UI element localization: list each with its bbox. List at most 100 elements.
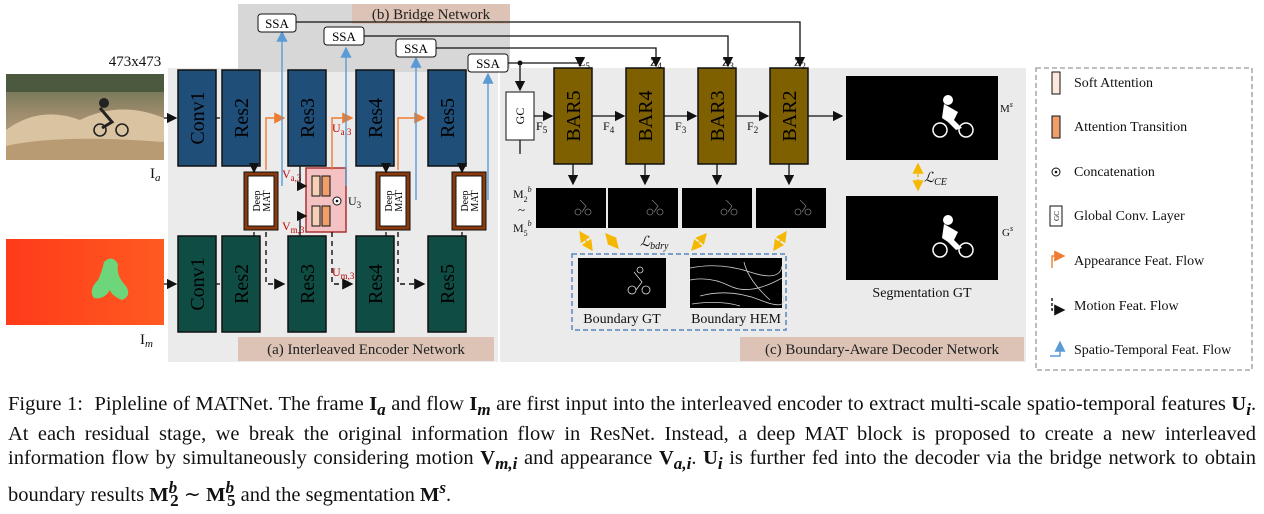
input-flow-image bbox=[6, 239, 164, 325]
svg-text:SSA: SSA bbox=[476, 56, 500, 71]
ssa-block: SSA bbox=[467, 53, 509, 73]
feature-symbol: Ui bbox=[1231, 393, 1251, 420]
attention-transition-icon bbox=[1051, 115, 1061, 139]
bar-block-label: BAR4 bbox=[635, 90, 657, 141]
svg-text:Deep: Deep bbox=[460, 190, 471, 211]
frame-symbol: Ia bbox=[369, 393, 386, 420]
motion-res4-block bbox=[355, 235, 395, 333]
mat-block-3-detail bbox=[305, 167, 347, 233]
appearance-flow-icon bbox=[1051, 250, 1066, 268]
appearance-block-label: Res4 bbox=[365, 98, 387, 138]
motion-res3-block bbox=[287, 235, 327, 333]
segmentation-symbol: Ms bbox=[420, 478, 447, 507]
ssa-block: SSA bbox=[257, 13, 297, 33]
bar-block-label: BAR2 bbox=[779, 90, 801, 141]
mb-bottom-label: M5b bbox=[513, 219, 532, 238]
appearance-res5-block bbox=[427, 69, 467, 167]
mb-top-label: M2b bbox=[513, 185, 532, 204]
boundary-hem-image bbox=[689, 258, 785, 308]
boundary-gt-image bbox=[578, 258, 666, 308]
svg-text:Deep: Deep bbox=[252, 190, 263, 211]
pipeline-figure: (b) Bridge Network (a) Interleaved Encod… bbox=[6, 4, 1253, 371]
appearance-block-label: Res3 bbox=[297, 98, 319, 138]
mb-tilde: ~ bbox=[518, 202, 525, 217]
figure-caption: Figure 1: Pipleline of MATNet. The frame… bbox=[8, 393, 1257, 511]
figure-label: Figure 1: bbox=[8, 393, 83, 415]
legend-item-label: Soft Attention bbox=[1074, 76, 1153, 91]
input-frame-image bbox=[6, 74, 164, 160]
v-m3-label: Vm,3 bbox=[282, 219, 305, 235]
legend-item-label: Spatio-Temporal Feat. Flow bbox=[1074, 343, 1232, 358]
f5-label: F5 bbox=[536, 119, 548, 135]
l-ce-label: ℒCE bbox=[924, 171, 947, 188]
gs-label: Gs bbox=[1002, 224, 1013, 239]
f3-label: F3 bbox=[675, 119, 687, 135]
bridge-panel-title: (b) Bridge Network bbox=[372, 7, 491, 23]
appearance-res3-block bbox=[287, 69, 327, 167]
z4-label: Z4 bbox=[650, 55, 662, 71]
boundary-symbol: Mb2 bbox=[149, 478, 179, 511]
bar-block-label: BAR3 bbox=[707, 90, 729, 141]
spatio-temporal-flow-icon bbox=[1050, 340, 1066, 357]
feature-symbol: Ui bbox=[703, 447, 723, 474]
gc-block: GC bbox=[505, 91, 535, 141]
appearance-symbol: Va,i bbox=[658, 447, 692, 474]
boundary-map-thumbnails bbox=[536, 188, 826, 228]
appearance-block-label: Res2 bbox=[231, 98, 253, 138]
legend-item-label: Attention Transition bbox=[1074, 120, 1187, 135]
motion-block-label: Res5 bbox=[437, 264, 459, 304]
svg-text:SSA: SSA bbox=[265, 16, 289, 31]
motion-flow-icon bbox=[1051, 298, 1066, 316]
legend-box bbox=[1035, 67, 1253, 371]
z2-label: Z2 bbox=[794, 55, 806, 71]
legend-item-label: Concatenation bbox=[1074, 165, 1155, 180]
motion-res2-block bbox=[221, 235, 261, 333]
motion-block-label: Res2 bbox=[231, 264, 253, 304]
boundary-supervision-box bbox=[571, 253, 787, 331]
l-bdry-label: ℒbdry bbox=[640, 235, 669, 252]
input-frame-label: Ia bbox=[150, 166, 161, 184]
deep-mat-block-5: Deep MAT bbox=[451, 171, 487, 231]
bar5-block bbox=[553, 67, 593, 165]
f4-label: F4 bbox=[603, 119, 615, 135]
segmentation-gt-image bbox=[846, 196, 998, 280]
bar-block-label: BAR5 bbox=[563, 90, 585, 141]
deep-mat-block-4: Deep MAT bbox=[375, 171, 411, 231]
encoder-panel-title: (a) Interleaved Encoder Network bbox=[267, 342, 465, 358]
appearance-block-label: Conv1 bbox=[187, 91, 209, 144]
svg-text:GC: GC bbox=[513, 108, 527, 125]
ssa-block: SSA bbox=[323, 26, 365, 46]
motion-block-label: Conv1 bbox=[187, 257, 209, 310]
svg-text:SSA: SSA bbox=[404, 41, 428, 56]
soft-attention-icon bbox=[1051, 71, 1061, 95]
segmentation-prediction-image bbox=[846, 76, 998, 160]
motion-res5-block bbox=[427, 235, 467, 333]
legend-item-label: Appearance Feat. Flow bbox=[1074, 254, 1205, 269]
flow-symbol: Im bbox=[469, 393, 491, 420]
decoder-panel-title: (c) Boundary-Aware Decoder Network bbox=[765, 342, 999, 358]
svg-text:MAT: MAT bbox=[470, 190, 481, 211]
svg-text:MAT: MAT bbox=[262, 190, 273, 211]
appearance-conv1-block bbox=[177, 69, 217, 167]
global-conv-icon: GC bbox=[1049, 205, 1063, 227]
boundary-symbol: Mb5 bbox=[206, 478, 236, 511]
input-size-label: 473x473 bbox=[109, 54, 162, 70]
bar2-block bbox=[769, 67, 809, 165]
ssa-block: SSA bbox=[395, 38, 437, 58]
svg-text:MAT: MAT bbox=[394, 190, 405, 211]
z3-label: Z3 bbox=[722, 55, 734, 71]
boundary-gt-label: Boundary GT bbox=[583, 312, 661, 327]
ms-label: Ms bbox=[1000, 100, 1013, 115]
u-m3-label: Um,3 bbox=[332, 265, 355, 281]
appearance-block-label: Res5 bbox=[437, 98, 459, 138]
svg-text:SSA: SSA bbox=[332, 29, 356, 44]
segmentation-gt-label: Segmentation GT bbox=[872, 286, 972, 301]
svg-text:Deep: Deep bbox=[384, 190, 395, 211]
motion-block-label: Res3 bbox=[297, 264, 319, 304]
boundary-hem-label: Boundary HEM bbox=[691, 312, 781, 327]
f2-label: F2 bbox=[747, 119, 758, 135]
motion-symbol: Vm,i bbox=[480, 447, 518, 474]
concatenation-icon bbox=[1051, 167, 1061, 177]
deep-mat-block-2: Deep MAT bbox=[243, 171, 279, 231]
legend-item-label: Motion Feat. Flow bbox=[1074, 299, 1180, 314]
